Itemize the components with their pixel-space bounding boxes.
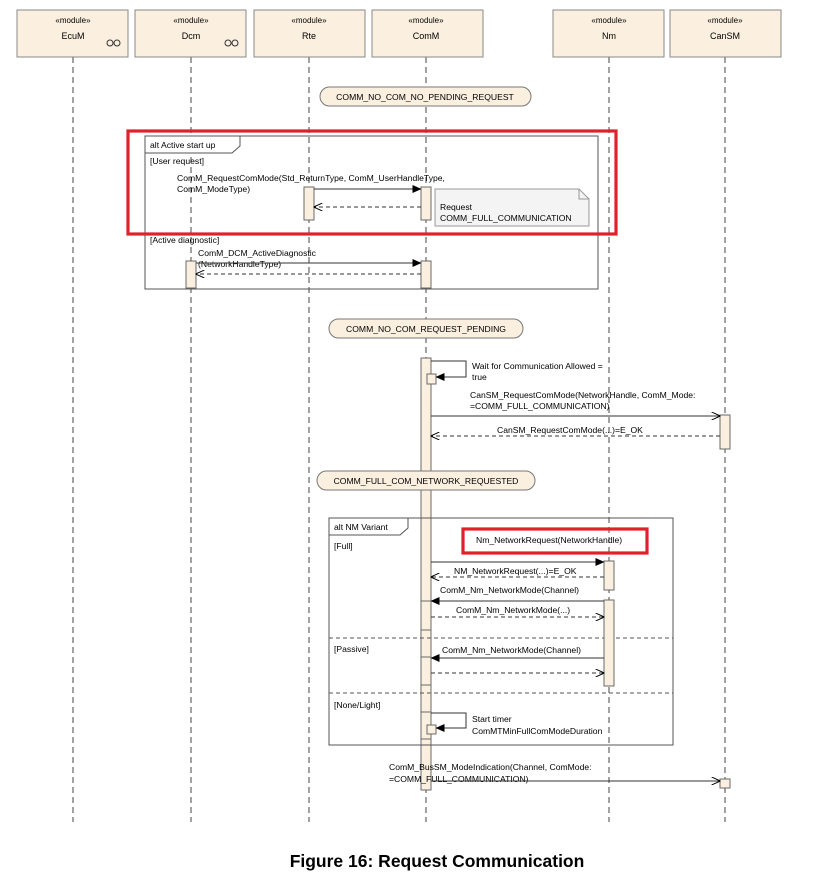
alt-nm-variant: alt NM Variant [Full] [Passive] [None/Li… [328,517,674,746]
module-rte: «module» Rte [253,9,366,58]
msg-nm-mode-passive-label: ComM_Nm_NetworkMode(Channel) [442,645,581,655]
module-name: Nm [602,31,616,41]
module-dcm: «module» Dcm [134,9,247,58]
lifelines [72,57,726,822]
module-name: ComM [413,31,440,41]
guard-full: [Full] [334,541,353,551]
module-comm: «module» ComM [371,9,484,58]
note-line2: COMM_FULL_COMMUNICATION [440,213,572,223]
highlight-nm-network-request [461,527,649,555]
activation-comm [420,186,432,221]
alt-title: alt Active start up [150,140,216,150]
guard-active-diagnostic: [Active diagnostic] [150,235,219,245]
module-stereotype: «module» [707,16,743,25]
state-label: COMM_NO_COM_NO_PENDING_REQUEST [336,92,514,102]
figure-caption: Figure 16: Request Communication [290,851,585,871]
msg-cansm-return-label: CanSM_RequestComMode(...)=E_OK [497,425,643,435]
msg-nm-mode-full-return-label: ComM_Nm_NetworkMode(...) [456,605,570,615]
note-request-full-com: Request COMM_FULL_COMMUNICATION [434,188,590,227]
msg-bussm-mode-indication-line1: ComM_BusSM_ModeIndication(Channel, ComMo… [389,762,592,772]
msg-nm-mode-full-label: ComM_Nm_NetworkMode(Channel) [440,585,579,595]
module-nm: «module» Nm [552,9,665,58]
msg-cansm-request-line2: =COMM_FULL_COMMUNICATION) [470,401,610,411]
msg-nm-request-label: Nm_NetworkRequest(NetworkHandle) [476,535,622,545]
msg-nm-request-return-label: NM_NetworkRequest(...)=E_OK [454,566,577,576]
guard-passive: [Passive] [334,644,369,654]
module-name: EcuM [61,31,84,41]
state-label: COMM_FULL_COM_NETWORK_REQUESTED [334,476,519,486]
activation-cansm-final [719,778,731,789]
highlight-user-request [126,129,618,236]
msg-wait-line1: Wait for Communication Allowed = [472,361,603,371]
activation-comm [420,260,432,289]
msg-wait-line2: true [472,372,487,382]
msg-start-timer-line2: ComMTMinFullComModeDuration [472,726,603,736]
msg-cansm-request-line1: CanSM_RequestComMode(NetworkHandle, ComM… [470,390,695,400]
module-stereotype: «module» [591,16,627,25]
msg-dcm-active-diag-line2: (NetworkHandleType) [198,259,281,269]
activation-nm [603,560,615,591]
note-line1: Request [440,202,473,212]
module-name: Dcm [182,31,201,41]
activation-cansm [719,414,731,450]
state-no-com-no-pending: COMM_NO_COM_NO_PENDING_REQUEST [319,86,532,107]
msg-dcm-active-diag-line1: ComM_DCM_ActiveDiagnostic [198,248,317,258]
guard-none-light: [None/Light] [334,700,380,710]
activation-dcm [185,260,197,289]
msg-wait-self-arrow [431,360,467,381]
module-stereotype: «module» [55,16,91,25]
module-ecum: «module» EcuM [16,9,129,58]
guard-user-request: [User request] [150,156,204,166]
module-stereotype: «module» [291,16,327,25]
module-stereotype: «module» [408,16,444,25]
activation-rte [303,186,315,221]
module-cansm: «module» CanSM [669,9,782,58]
msg-request-com-mode-line2: ComM_ModeType) [177,184,250,194]
component-icon [224,39,239,47]
state-no-com-request-pending: COMM_NO_COM_REQUEST_PENDING [328,318,524,339]
msg-start-timer-line1: Start timer [472,714,512,724]
state-full-com-network-requested: COMM_FULL_COM_NETWORK_REQUESTED [316,470,536,491]
msg-request-com-mode-line1: ComM_RequestComMode(Std_ReturnType, ComM… [177,173,445,183]
alt-title: alt NM Variant [334,522,388,532]
state-label: COMM_NO_COM_REQUEST_PENDING [346,324,506,334]
component-icon [106,39,121,47]
module-stereotype: «module» [173,16,209,25]
activation-comm-timer [426,724,437,735]
module-name: CanSM [710,31,740,41]
msg-start-timer-self-arrow [431,712,467,732]
module-name: Rte [302,31,316,41]
activation-comm-full [420,600,432,631]
activation-comm-self [426,373,437,385]
activation-nm-long [603,599,615,687]
msg-bussm-mode-indication-line2: =COMM_FULL_COMMUNICATION) [389,774,529,784]
activation-comm-passive [420,656,432,686]
